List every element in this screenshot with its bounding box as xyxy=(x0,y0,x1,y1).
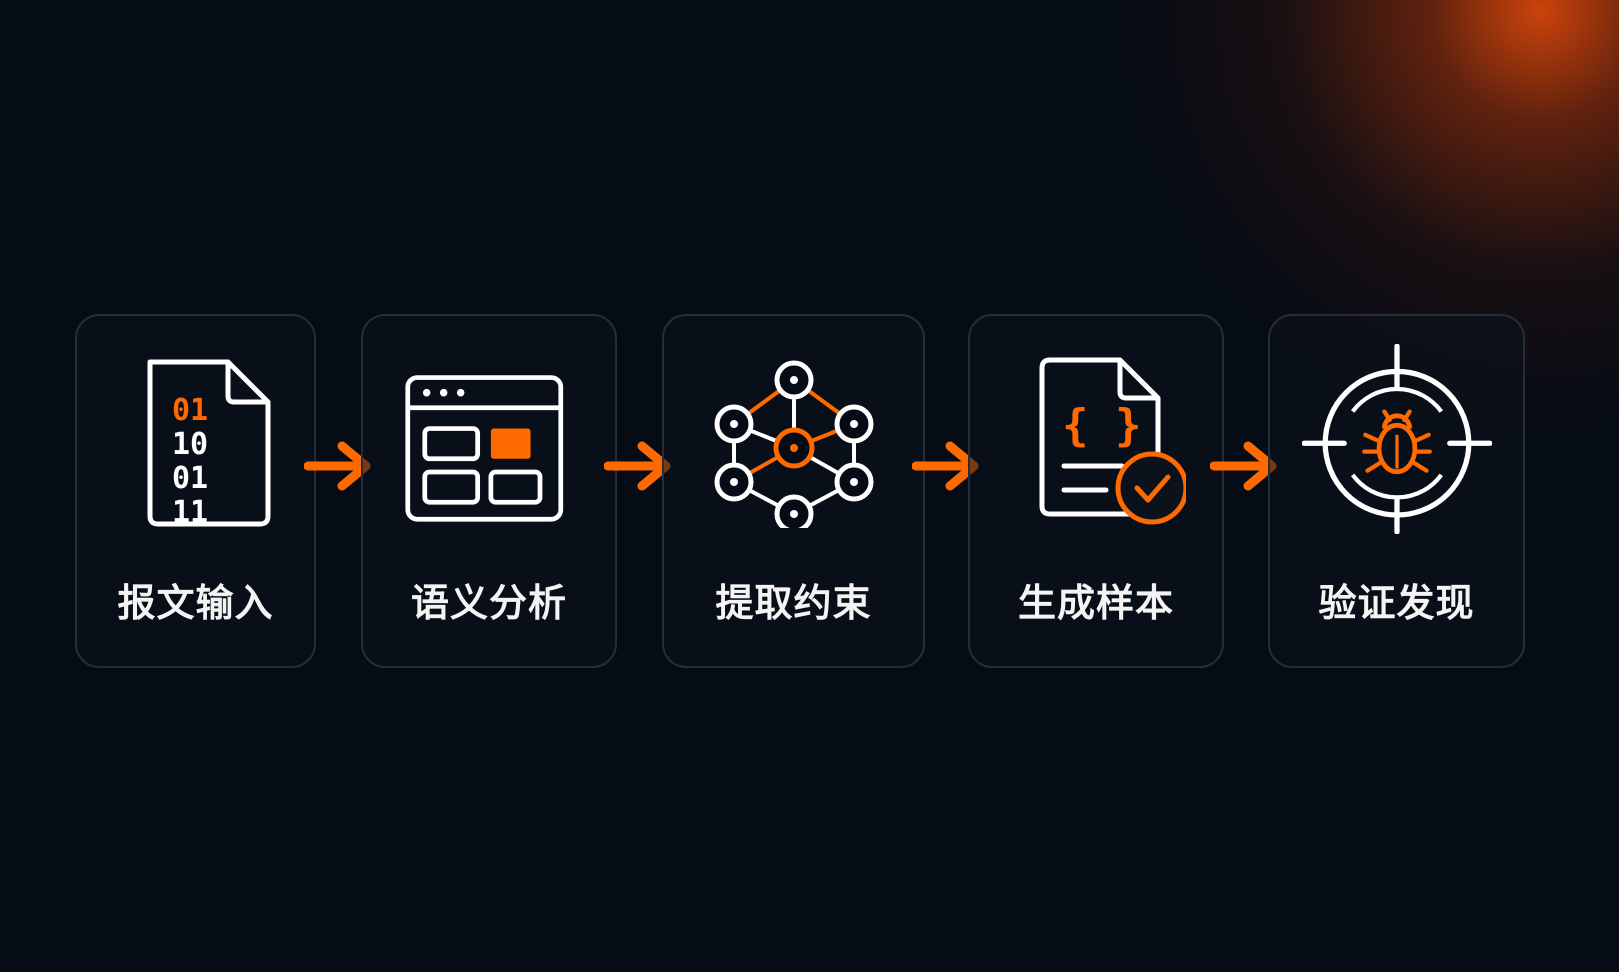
step-label: 报文输入 xyxy=(117,581,274,625)
step-label: 提取约束 xyxy=(715,581,872,625)
step-card-sample-generation: { } 生成样本 xyxy=(968,314,1224,668)
step-label: 语义分析 xyxy=(410,581,567,625)
bug-target-icon xyxy=(1301,344,1492,534)
code-braces: { } xyxy=(1062,400,1141,451)
step-card-constraint-extraction: 提取约束 xyxy=(662,314,925,668)
browser-window-layout-icon xyxy=(405,375,564,522)
step-card-semantic-analysis: 语义分析 xyxy=(361,314,617,668)
step-label: 验证发现 xyxy=(1318,581,1475,625)
binary-document-icon: 01 10 01 11 xyxy=(147,359,270,528)
binary-row: 01 xyxy=(172,393,208,428)
step-card-message-input: 01 10 01 11 报文输入 xyxy=(75,314,316,668)
binary-row: 01 xyxy=(172,461,208,496)
binary-row: 11 xyxy=(172,495,208,528)
code-document-check-icon: { } xyxy=(1039,357,1186,525)
step-card-verification: 验证发现 xyxy=(1268,314,1525,668)
node-graph-icon xyxy=(714,360,873,528)
step-label: 生成样本 xyxy=(1017,581,1174,625)
binary-row: 10 xyxy=(172,427,208,462)
